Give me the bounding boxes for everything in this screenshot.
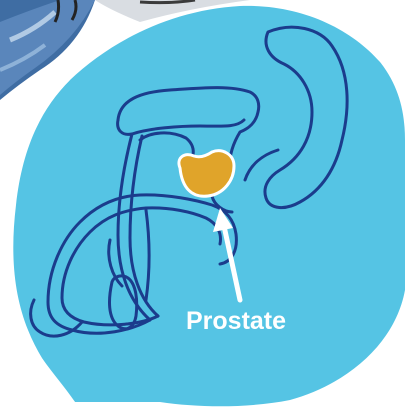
body-silhouette — [11, 6, 405, 406]
prostate-label: Prostate — [186, 306, 286, 336]
